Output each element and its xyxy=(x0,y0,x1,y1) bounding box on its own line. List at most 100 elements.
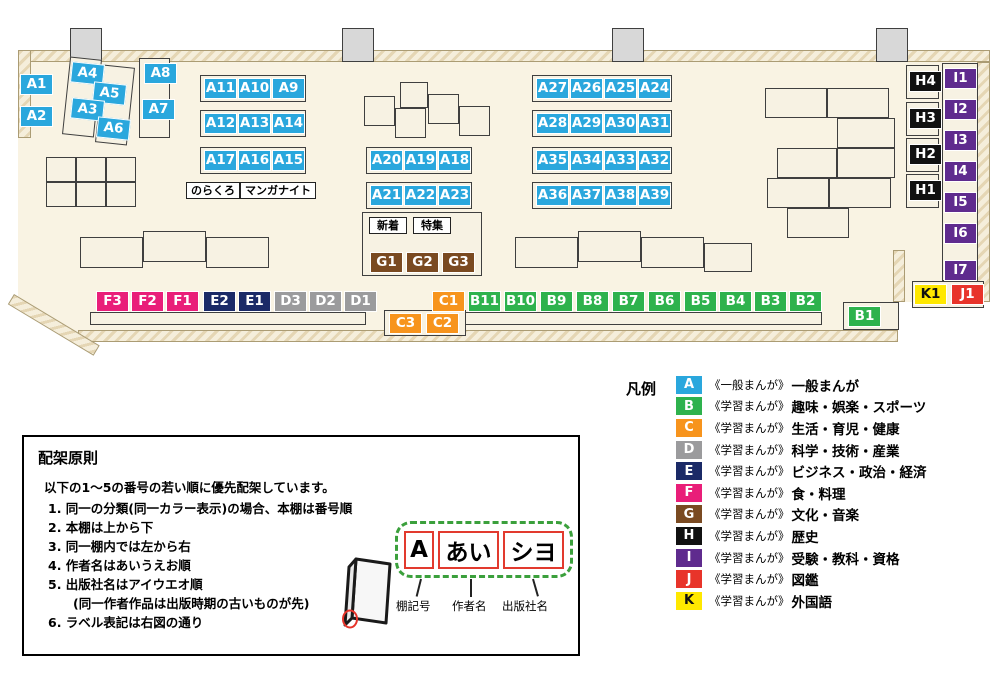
shelf-label-A26: A26 xyxy=(570,78,603,99)
shelf-block xyxy=(578,231,641,262)
shelf-block xyxy=(143,231,206,262)
shelf-label-G1: G1 xyxy=(370,252,403,273)
legend-item-E: E《学習まんが》ビジネス・政治・経済 xyxy=(676,460,927,482)
shelf-label-A9: A9 xyxy=(272,78,305,99)
label-example-shelf-code: A xyxy=(404,530,434,569)
legend-item-K: K《学習まんが》外国語 xyxy=(676,590,927,612)
shelf-label-B3: B3 xyxy=(754,291,787,312)
shelf-block xyxy=(704,243,752,272)
legend-item-I: I《学習まんが》受験・教科・資格 xyxy=(676,547,927,569)
pillar xyxy=(342,28,374,62)
connector-line xyxy=(415,578,422,597)
legend-category: 図鑑 xyxy=(791,573,819,590)
legend-category: 食・料理 xyxy=(791,486,846,503)
pillar xyxy=(612,28,644,62)
shelf-label-A27: A27 xyxy=(536,78,569,99)
shelf-label-A6: A6 xyxy=(95,116,132,141)
principles-rule-1: 1. 同一の分類(同一カラー表示)の場合、本棚は番号順 xyxy=(48,501,353,516)
legend-item-D: D《学習まんが》科学・技術・産業 xyxy=(676,439,927,461)
shelf-label-A34: A34 xyxy=(570,150,603,171)
shelf-block xyxy=(777,148,837,178)
shelf-label-C3: C3 xyxy=(389,313,422,334)
shelf-block xyxy=(787,208,849,238)
label-example-box: A あい シヨ xyxy=(395,521,573,578)
shelf-label-B8: B8 xyxy=(576,291,609,312)
shelf-label-H2: H2 xyxy=(909,144,942,165)
shelf-label-A39: A39 xyxy=(638,185,671,206)
label-example-author: あい xyxy=(438,530,499,569)
shelf-block xyxy=(827,88,889,118)
wall xyxy=(893,250,905,302)
shelf-label-A35: A35 xyxy=(536,150,569,171)
shelf-label-I5: I5 xyxy=(944,192,977,213)
principles-rule-6: (同一作者作品は出版時期の古いものが先) xyxy=(48,596,310,611)
shelf-block xyxy=(46,182,76,207)
shelf-label-A16: A16 xyxy=(238,150,271,171)
shelf-label-D3: D3 xyxy=(274,291,307,312)
shelf-block xyxy=(400,82,428,108)
shelf-label-A29: A29 xyxy=(570,113,603,134)
legend-title: 凡例 xyxy=(626,380,657,398)
shelf-label-B10: B10 xyxy=(504,291,537,312)
shelf-block xyxy=(767,178,829,208)
shelf-label-B5: B5 xyxy=(684,291,717,312)
map-text-label-manga-night: マンガナイト xyxy=(240,182,316,199)
legend-category: 一般まんが xyxy=(791,378,860,395)
annotation-publisher: 出版社名 xyxy=(502,599,548,613)
shelf-label-A8: A8 xyxy=(144,63,177,84)
legend-swatch-I: I xyxy=(676,548,702,567)
shelf-label-A19: A19 xyxy=(404,150,437,171)
legend-item-H: H《学習まんが》歴史 xyxy=(676,525,927,547)
legend-type: 《学習まんが》 xyxy=(709,399,790,414)
shelf-block xyxy=(90,312,366,325)
shelf-label-B7: B7 xyxy=(612,291,645,312)
legend-category: 受験・教科・資格 xyxy=(791,551,900,568)
shelf-label-J1: J1 xyxy=(951,284,984,305)
shelf-block xyxy=(76,157,106,182)
legend-type: 《学習まんが》 xyxy=(709,507,790,522)
legend-category: 文化・音楽 xyxy=(791,508,860,525)
legend-swatch-B: B xyxy=(676,397,702,416)
shelf-block xyxy=(837,118,895,148)
shelf-label-A1: A1 xyxy=(20,74,53,95)
shelf-label-I2: I2 xyxy=(944,99,977,120)
shelf-label-B6: B6 xyxy=(648,291,681,312)
shelf-block xyxy=(46,157,76,182)
shelf-label-A12: A12 xyxy=(204,113,237,134)
legend-item-A: A《一般まんが》一般まんが xyxy=(676,374,927,396)
shelf-label-A13: A13 xyxy=(238,113,271,134)
shelf-label-B9: B9 xyxy=(540,291,573,312)
legend-swatch-A: A xyxy=(676,375,702,394)
principles-title: 配架原則 xyxy=(38,449,99,467)
annotation-shelf-code: 棚記号 xyxy=(396,599,431,613)
shelf-label-B1: B1 xyxy=(848,306,881,327)
shelf-block xyxy=(206,237,269,268)
shelf-label-F3: F3 xyxy=(96,291,129,312)
map-text-label-feature: 特集 xyxy=(413,217,451,234)
principles-rule-2: 2. 本棚は上から下 xyxy=(48,520,154,535)
shelf-label-B11: B11 xyxy=(468,291,501,312)
legend-swatch-D: D xyxy=(676,440,702,459)
legend-swatch-J: J xyxy=(676,570,702,589)
shelf-label-A33: A33 xyxy=(604,150,637,171)
shelf-label-D2: D2 xyxy=(309,291,342,312)
shelf-label-A21: A21 xyxy=(370,185,403,206)
shelf-block xyxy=(837,148,895,178)
shelf-label-K1: K1 xyxy=(914,284,947,305)
legend-swatch-H: H xyxy=(676,526,702,545)
legend-type: 《学習まんが》 xyxy=(709,572,790,587)
shelf-label-A2: A2 xyxy=(20,106,53,127)
shelf-block xyxy=(641,237,704,268)
shelf-label-I3: I3 xyxy=(944,130,977,151)
shelf-label-A14: A14 xyxy=(272,113,305,134)
shelf-label-A37: A37 xyxy=(570,185,603,206)
shelf-block xyxy=(765,88,827,118)
shelf-label-E2: E2 xyxy=(203,291,236,312)
shelf-block xyxy=(106,157,136,182)
legend-item-G: G《学習まんが》文化・音楽 xyxy=(676,504,927,526)
legend-category: 外国語 xyxy=(791,594,833,611)
label-example-publisher: シヨ xyxy=(503,530,564,569)
